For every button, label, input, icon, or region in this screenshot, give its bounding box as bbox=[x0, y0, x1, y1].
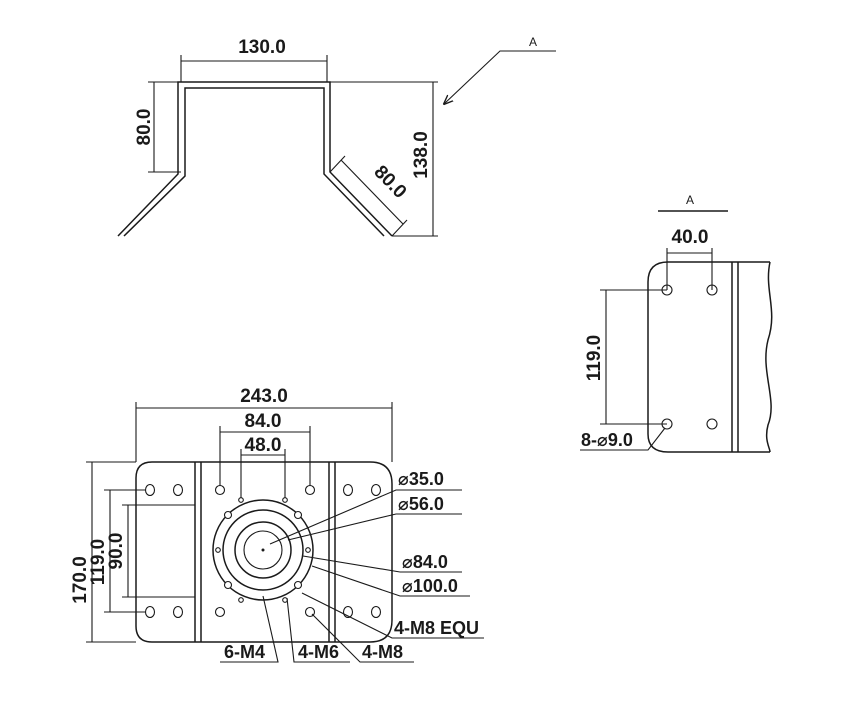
callout-d84: ⌀84.0 bbox=[402, 552, 448, 572]
base-plate-outline bbox=[135, 461, 393, 643]
bracket-outline-inner bbox=[123, 87, 385, 237]
dim-base-170: 170.0 bbox=[70, 556, 91, 604]
dim-line-flange bbox=[340, 159, 404, 225]
leader-m8-equ bbox=[301, 592, 484, 639]
dim-view-a-hole: 8-⌀9.0 bbox=[581, 430, 633, 450]
callout-d56: ⌀56.0 bbox=[398, 494, 444, 514]
flange-hole bbox=[144, 483, 156, 497]
circle-d35 bbox=[243, 530, 283, 570]
leader-d35 bbox=[269, 489, 462, 545]
view-a-hole-leader bbox=[580, 427, 666, 451]
m4-hole bbox=[238, 597, 244, 603]
dim-base-119: 119.0 bbox=[88, 539, 109, 586]
m6-hole bbox=[223, 510, 233, 520]
flange-hole bbox=[370, 605, 382, 619]
center-point bbox=[261, 548, 265, 552]
dim-view-a-spacing: 40.0 bbox=[672, 227, 709, 248]
view-a-detail: A 40.0 119.0 8-⌀9.0 bbox=[580, 193, 773, 453]
dim-bracket-flange: 80.0 bbox=[370, 162, 411, 203]
dim-bracket-width: 130.0 bbox=[238, 37, 286, 58]
dim-base-84: 84.0 bbox=[245, 411, 282, 432]
dim-base-90: 90.0 bbox=[106, 533, 127, 570]
m6-hole bbox=[293, 580, 303, 590]
view-a-label: A bbox=[686, 193, 694, 207]
view-a-hole bbox=[706, 418, 718, 430]
circle-d100 bbox=[212, 499, 314, 601]
view-a-arrow bbox=[444, 50, 556, 104]
leader-d100 bbox=[311, 565, 470, 597]
dim-bracket-total-height: 138.0 bbox=[411, 131, 432, 179]
flange-hole bbox=[342, 483, 354, 497]
circle-d56 bbox=[234, 521, 292, 579]
flange-hole bbox=[144, 605, 156, 619]
dim-base-48: 48.0 bbox=[245, 435, 282, 456]
callout-m4: 6-M4 bbox=[224, 642, 265, 662]
m4-hole bbox=[215, 547, 221, 553]
m6-hole bbox=[223, 580, 233, 590]
view-a-break-line bbox=[765, 261, 773, 453]
m6-hole bbox=[293, 510, 303, 520]
base-plate-view: 243.0 84.0 48.0 170.0 119.0 90.0 ⌀35.0 ⌀… bbox=[70, 386, 484, 663]
bracket-outline-outer bbox=[117, 81, 393, 237]
leader-d56 bbox=[287, 513, 462, 541]
dim-bracket-height: 80.0 bbox=[134, 109, 155, 146]
m8-hole bbox=[304, 484, 316, 496]
callout-m6: 4-M6 bbox=[298, 642, 339, 662]
flange-hole bbox=[370, 483, 382, 497]
callout-d100: ⌀100.0 bbox=[402, 576, 458, 596]
m8-hole bbox=[214, 606, 226, 618]
circle-d84 bbox=[222, 509, 304, 591]
callout-d35: ⌀35.0 bbox=[398, 469, 444, 489]
m4-hole bbox=[238, 497, 244, 503]
callout-m8-equ: 4-M8 EQU bbox=[394, 618, 479, 638]
bracket-side-view: 130.0 80.0 138.0 80.0 A bbox=[117, 35, 556, 237]
leader-d84 bbox=[302, 555, 462, 573]
m4-hole bbox=[305, 547, 311, 553]
ext-line bbox=[391, 219, 408, 237]
flange-hole bbox=[172, 483, 184, 497]
flange-hole bbox=[172, 605, 184, 619]
m4-hole bbox=[282, 497, 288, 503]
m8-hole bbox=[214, 484, 226, 496]
leader-m6 bbox=[286, 597, 350, 663]
leader-m4 bbox=[220, 595, 279, 663]
leader-m8 bbox=[311, 613, 414, 663]
callout-m8: 4-M8 bbox=[362, 642, 403, 662]
view-a-plate-outline bbox=[647, 261, 770, 453]
dim-base-width: 243.0 bbox=[240, 386, 288, 407]
dim-view-a-height: 119.0 bbox=[584, 335, 605, 382]
ext-line bbox=[329, 155, 346, 173]
view-a-marker: A bbox=[529, 35, 537, 49]
